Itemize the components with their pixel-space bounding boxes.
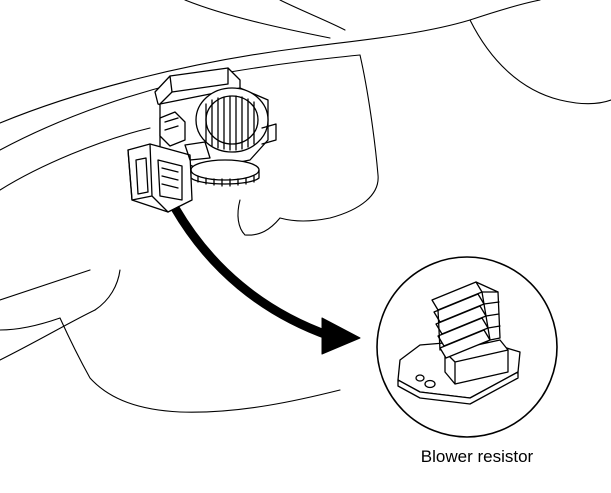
blower-resistor-label: Blower resistor <box>420 447 534 466</box>
pointer-arrow <box>171 205 361 355</box>
blower-unit <box>127 67 277 213</box>
dashboard-outline <box>0 0 611 413</box>
blower-resistor <box>397 281 521 405</box>
